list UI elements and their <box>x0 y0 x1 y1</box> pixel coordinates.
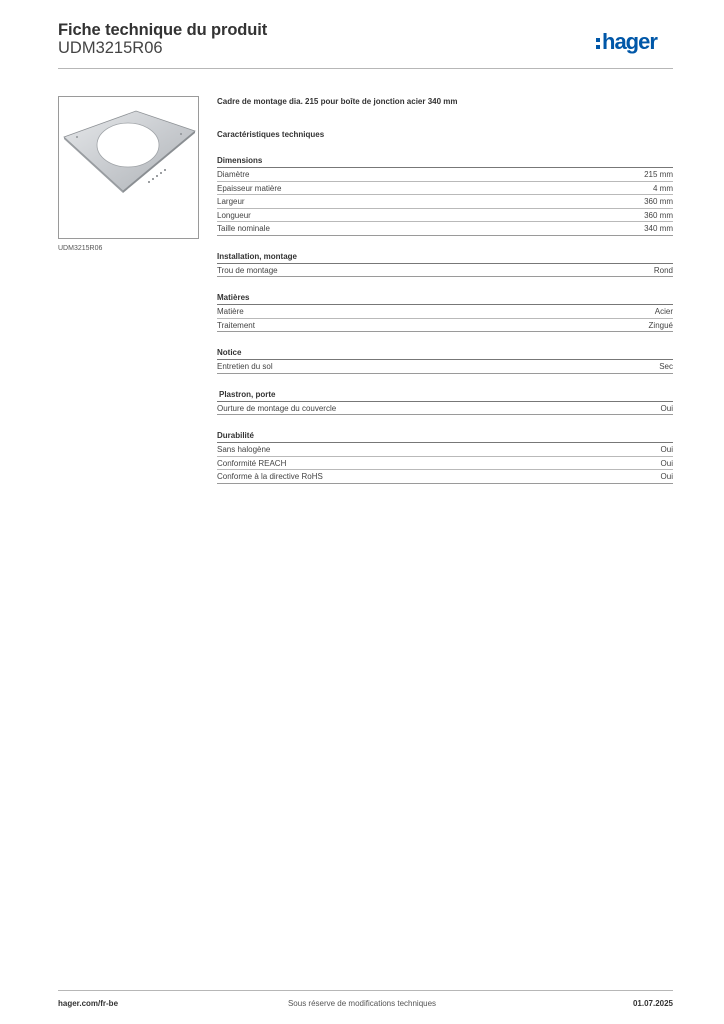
spec-value: Oui <box>660 445 673 454</box>
section-title: Durabilité <box>217 430 673 443</box>
product-reference: UDM3215R06 <box>58 39 163 57</box>
spec-label: Largeur <box>217 197 245 206</box>
spec-row: Ourture de montage du couvercle Oui <box>217 402 673 415</box>
section-title: Notice <box>217 347 673 360</box>
section-title: Plastron, porte <box>217 389 673 402</box>
section-plastron: Plastron, porte Ourture de montage du co… <box>217 389 673 415</box>
spec-value: 4 mm <box>653 183 673 193</box>
spec-label: Conformité REACH <box>217 458 287 468</box>
spec-label: Diamètre <box>217 170 250 179</box>
spec-label: Entretien du sol <box>217 362 273 371</box>
section-materials: Matières Matière Acier Traitement Zingué <box>217 292 673 332</box>
spec-row: Conforme à la directive RoHS Oui <box>217 470 673 484</box>
spec-value: Zingué <box>648 320 673 330</box>
spec-row: Entretien du sol Sec <box>217 360 673 374</box>
spec-label: Matière <box>217 307 244 316</box>
section-notice: Notice Entretien du sol Sec <box>217 347 673 374</box>
spec-row: Diamètre 215 mm <box>217 168 673 182</box>
section-title: Installation, montage <box>217 251 673 264</box>
spec-row: Matière Acier <box>217 305 673 319</box>
product-description: Cadre de montage dia. 215 pour boîte de … <box>217 97 458 106</box>
technical-characteristics-heading: Caractéristiques techniques <box>217 130 325 139</box>
spec-row: Epaisseur matière 4 mm <box>217 182 673 195</box>
spec-row: Largeur 360 mm <box>217 195 673 209</box>
footer-website-link[interactable]: hager.com/fr-be <box>58 999 119 1008</box>
footer-divider <box>58 990 673 991</box>
product-image-caption: UDM3215R06 <box>58 245 103 252</box>
section-title: Matières <box>217 292 673 305</box>
spec-label: Longueur <box>217 210 251 220</box>
spec-label: Traitement <box>217 320 255 330</box>
spec-row: Longueur 360 mm <box>217 209 673 222</box>
spec-label: Trou de montage <box>217 265 278 275</box>
footer-notice: Sous réserve de modifications techniques <box>287 999 437 1008</box>
spec-row: Taille nominale 340 mm <box>217 222 673 236</box>
spec-value: Sec <box>659 362 673 371</box>
spec-label: Taille nominale <box>217 224 270 233</box>
header-divider <box>58 68 673 69</box>
spec-value: 340 mm <box>644 224 673 233</box>
product-image <box>63 110 196 193</box>
spec-label: Epaisseur matière <box>217 183 282 193</box>
svg-text:hager: hager <box>602 29 658 54</box>
section-title: Dimensions <box>217 155 673 168</box>
spec-value: Acier <box>654 307 673 316</box>
spec-label: Ourture de montage du couvercle <box>217 403 337 413</box>
section-installation: Installation, montage Trou de montage Ron… <box>217 251 673 277</box>
spec-value: Oui <box>660 458 673 468</box>
hager-logo: hager <box>596 29 659 54</box>
spec-value: 215 mm <box>644 170 673 179</box>
section-dimensions: Dimensions Diamètre 215 mm Epaisseur mati… <box>217 155 673 236</box>
spec-value: 360 mm <box>644 210 673 220</box>
footer-date: 01.07.2025 <box>632 999 673 1008</box>
spec-row: Trou de montage Rond <box>217 264 673 277</box>
spec-row: Sans halogène Oui <box>217 443 673 457</box>
page-title: Fiche technique du produit <box>58 21 268 39</box>
spec-label: Conforme à la directive RoHS <box>217 472 323 481</box>
spec-label: Sans halogène <box>217 445 271 454</box>
spec-value: 360 mm <box>644 197 673 206</box>
spec-area: Cadre de montage dia. 215 pour boîte de … <box>217 96 673 484</box>
spec-row: Traitement Zingué <box>217 319 673 332</box>
spec-value: Oui <box>660 403 673 413</box>
spec-value: Oui <box>660 472 673 481</box>
spec-value: Rond <box>653 265 673 275</box>
spec-row: Conformité REACH Oui <box>217 457 673 470</box>
product-image-frame <box>58 96 199 239</box>
